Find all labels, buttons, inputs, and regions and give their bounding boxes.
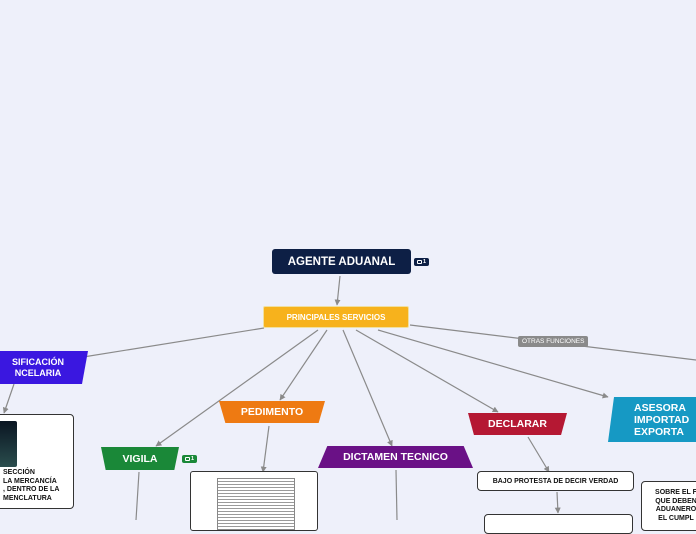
connector-declarar-box2 [554, 491, 561, 514]
topic-vigila[interactable]: VIGILA [101, 447, 179, 470]
clasificacion-box-line1: SECCIÓN [3, 469, 35, 476]
asesora-box-line2: QUE DEBEN [655, 497, 696, 505]
clasificacion-label-line1: SIFICACIÓN [11, 356, 64, 367]
main-topic-label: PRINCIPALES SERVICIOS [286, 312, 386, 322]
note-icon [416, 260, 422, 264]
note-icon [184, 457, 190, 461]
relationship-label[interactable]: OTRAS FUNCIONES [518, 336, 589, 347]
vigila-note-badge[interactable]: 1 [182, 455, 197, 463]
clasificacion-box-line4: MENCLATURA [3, 494, 52, 502]
asesora-box-line1: SOBRE EL F [655, 489, 696, 496]
asesora-box-line3: ADUANERO [655, 506, 696, 513]
topic-dictamen-tecnico[interactable]: DICTAMEN TECNICO [318, 446, 473, 468]
declarar-subtopic-2[interactable] [484, 514, 633, 534]
pedimento-image-box[interactable] [190, 471, 318, 531]
main-topic[interactable]: PRINCIPALES SERVICIOS [263, 306, 409, 328]
connector-main-clasificacion [76, 327, 265, 361]
connector-main-declarar [355, 329, 499, 413]
dictamen-label: DICTAMEN TECNICO [343, 451, 448, 463]
pedimento-label: PEDIMENTO [240, 406, 304, 418]
connector-dictamen-child [395, 469, 398, 520]
declarar-label: DECLARAR [488, 418, 547, 430]
connector-vigila-child [135, 471, 140, 520]
asesora-subtopic[interactable]: SOBRE EL F QUE DEBEN ADUANERO EL CUMPL [641, 481, 696, 531]
topic-declarar[interactable]: DECLARAR [468, 413, 567, 435]
clasificacion-label-line2: NCELARIA [14, 367, 62, 378]
asesora-label-line1: ASESORA [634, 401, 686, 414]
clasificacion-box-line3: , DENTRO DE LA [3, 486, 60, 493]
connector-pedimento-image [260, 425, 270, 473]
central-note-badge[interactable]: 1 [414, 258, 429, 266]
central-topic[interactable]: AGENTE ADUANAL [272, 249, 411, 274]
central-note-count: 1 [422, 259, 427, 265]
connector-clasificacion-box [2, 383, 15, 414]
connector-main-pedimento [279, 329, 328, 401]
connector-main-vigila [155, 329, 319, 447]
central-topic-label: AGENTE ADUANAL [287, 255, 396, 268]
pedimento-document-image [217, 478, 295, 530]
topic-clasificacion[interactable]: SIFICACIÓN NCELARIA [0, 351, 88, 384]
asesora-box-line4: EL CUMPL [658, 514, 694, 522]
declarar-subtopic[interactable]: BAJO PROTESTA DE DECIR VERDAD [477, 471, 634, 491]
connector-declarar-box [527, 436, 550, 473]
topic-pedimento[interactable]: PEDIMENTO [219, 401, 325, 423]
clasificacion-box-line2: LA MERCANCÍA [3, 477, 57, 485]
topic-asesora[interactable]: ASESORA IMPORTAD EXPORTA [608, 397, 696, 442]
clasificacion-subtopic[interactable]: SECCIÓN LA MERCANCÍA , DENTRO DE LA MENC… [0, 414, 74, 509]
connector-central-main [334, 275, 341, 306]
clasificacion-image [0, 421, 17, 467]
connector-main-asesora [377, 329, 609, 399]
asesora-label-line3: EXPORTA [634, 425, 684, 438]
declarar-box-label: BAJO PROTESTA DE DECIR VERDAD [492, 477, 619, 485]
vigila-label: VIGILA [122, 452, 158, 465]
vigila-note-count: 1 [190, 456, 195, 462]
asesora-label-line2: IMPORTAD [634, 413, 690, 426]
connector-main-dictamen [342, 329, 393, 447]
